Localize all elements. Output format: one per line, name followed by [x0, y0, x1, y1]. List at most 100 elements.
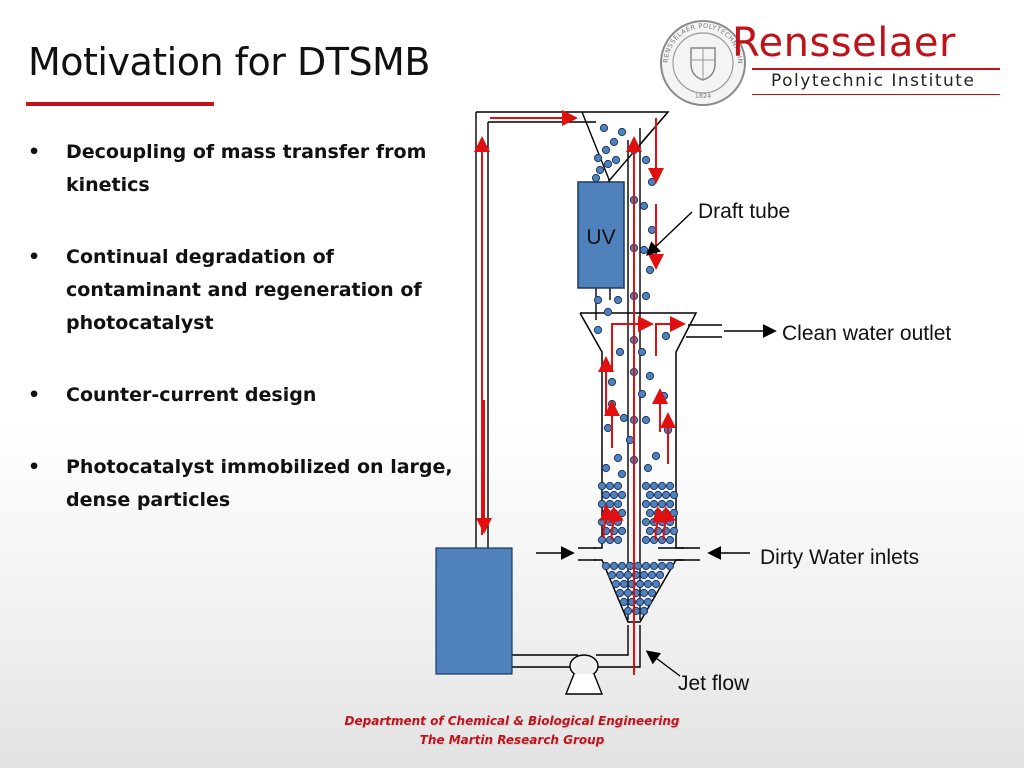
dirty-water-inlet-pipes: [578, 547, 700, 561]
particle: [625, 435, 635, 445]
particle: [641, 499, 651, 509]
particle: [665, 481, 675, 491]
particle: [639, 588, 649, 598]
particle: [647, 570, 657, 580]
particle: [669, 490, 679, 500]
particle: [601, 561, 611, 571]
footer: Department of Chemical & Biological Engi…: [0, 712, 1024, 750]
particle: [635, 579, 645, 589]
particle: [617, 508, 627, 518]
bullet-marker: •: [28, 246, 41, 268]
dtsmb-reactor-diagram: UV: [435, 110, 951, 695]
particle: [613, 535, 623, 545]
particle: [619, 413, 629, 423]
particle: [669, 526, 679, 536]
bullet-text: Photocatalyst immobilized on large, dens…: [66, 456, 453, 511]
particle: [609, 561, 619, 571]
particle: [593, 295, 603, 305]
particle: [613, 295, 623, 305]
particle: [613, 499, 623, 509]
particle: [641, 155, 651, 165]
title-underline: [26, 102, 214, 106]
particle: [639, 201, 649, 211]
feed-tank: [435, 547, 513, 675]
particle: [613, 453, 623, 463]
particle: [599, 123, 609, 133]
bullet-item: •Counter-current design: [28, 379, 468, 412]
particle: [651, 451, 661, 461]
particle: [605, 499, 615, 509]
bullet-item: • Photocatalyst immobilized on large, den…: [28, 451, 468, 517]
pump-icon: [564, 654, 604, 695]
particle: [647, 177, 657, 187]
particle: [645, 526, 655, 536]
particle: [657, 561, 667, 571]
particle: [603, 307, 613, 317]
particle: [597, 481, 607, 491]
particle: [601, 463, 611, 473]
particle: [601, 145, 611, 155]
label-dirty-water-inlets: Dirty Water inlets: [760, 546, 919, 569]
particle: [657, 481, 667, 491]
particle: [619, 579, 629, 589]
bullet-item: • Continual degradation of contaminant an…: [28, 241, 468, 340]
label-draft-tube: Draft tube: [698, 200, 790, 223]
label-jet-flow: Jet flow: [678, 672, 750, 695]
particle: [643, 463, 653, 473]
bullet-marker: •: [28, 456, 41, 478]
logo-divider: [752, 68, 1000, 70]
bullet-text: Counter-current design: [66, 384, 317, 406]
bullet-text: Continual degradation of contaminant and…: [66, 246, 422, 334]
particle: [641, 517, 651, 527]
particle: [655, 570, 665, 580]
particle: [615, 570, 625, 580]
particle: [607, 377, 617, 387]
particle: [623, 570, 633, 580]
particle: [647, 588, 657, 598]
particle: [609, 137, 619, 147]
particle: [605, 481, 615, 491]
particle: [651, 579, 661, 589]
particle: [645, 490, 655, 500]
clean-water-outlet-pipe: [686, 324, 722, 338]
particle: [639, 245, 649, 255]
particle: [601, 490, 611, 500]
particle: [643, 579, 653, 589]
uv-lamp: [577, 181, 625, 289]
particle: [595, 165, 605, 175]
particle: [633, 561, 643, 571]
bullet-list: •Decoupling of mass transfer from kineti…: [28, 136, 468, 556]
particle: [641, 535, 651, 545]
particle: [597, 499, 607, 509]
logo-underline: [752, 94, 1000, 95]
rensselaer-logo: RENSSELAER POLYTECHNIC INSTITUTE 1824 Re…: [658, 14, 1008, 114]
particle: [645, 265, 655, 275]
particle: [615, 588, 625, 598]
particle: [665, 499, 675, 509]
particle: [649, 481, 659, 491]
particle: [669, 508, 679, 518]
particle: [661, 490, 671, 500]
particle: [645, 508, 655, 518]
particle: [641, 561, 651, 571]
particle: [661, 331, 671, 341]
particle: [665, 561, 675, 571]
particle: [613, 517, 623, 527]
particle: [613, 481, 623, 491]
particle: [639, 606, 649, 616]
uv-label: UV: [586, 226, 615, 249]
particle: [603, 423, 613, 433]
particle: [611, 155, 621, 165]
particle: [659, 391, 669, 401]
particle: [637, 389, 647, 399]
particle: [623, 588, 633, 598]
seal-year: 1824: [695, 92, 712, 100]
particle: [625, 561, 635, 571]
particle: [597, 535, 607, 545]
particle: [591, 173, 601, 183]
particle: [611, 579, 621, 589]
particle: [609, 490, 619, 500]
particle: [641, 415, 651, 425]
footer-group: The Martin Research Group: [419, 733, 605, 747]
callout-lines: [536, 211, 777, 677]
